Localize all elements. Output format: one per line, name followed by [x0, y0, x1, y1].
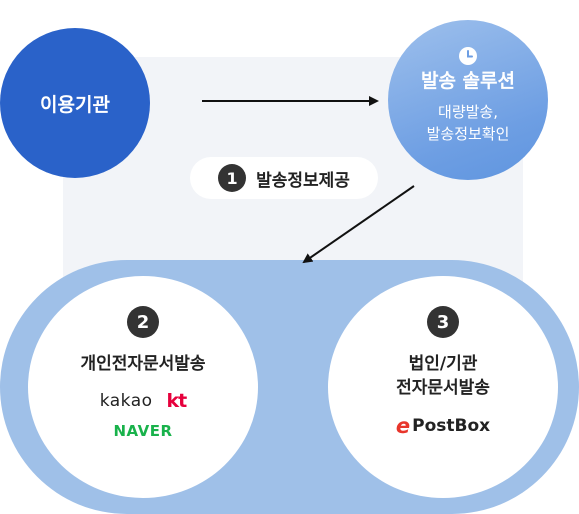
step3-label: 법인/기관 전자문서발송: [396, 352, 490, 400]
solution-circle: 발송 솔루션 대량발송, 발송정보확인: [388, 20, 548, 180]
personal-doc-circle: 2 개인전자문서발송 kakao kt NAVER: [28, 276, 258, 498]
kakao-logo: kakao: [99, 391, 153, 411]
clock-icon: [459, 47, 477, 65]
step1-label: 발송정보제공: [256, 170, 350, 191]
postbox-text: PostBox: [412, 416, 491, 436]
corporate-doc-circle: 3 법인/기관 전자문서발송 e PostBox: [328, 276, 558, 498]
kt-logo: kt: [166, 390, 188, 412]
solution-desc-line2: 발송정보확인: [426, 124, 510, 143]
step3-number: 3: [427, 306, 459, 338]
org-circle: 이용기관: [0, 28, 150, 178]
carrier-logos: kakao kt: [99, 390, 188, 412]
naver-logo: NAVER: [113, 422, 173, 440]
solution-title: 발송 솔루션: [420, 69, 515, 92]
step1-number: 1: [218, 164, 247, 192]
org-label: 이용기관: [40, 93, 110, 116]
arrow-solution-to-recipients: [302, 185, 415, 264]
postbox-mark: e: [395, 414, 411, 438]
step2-label: 개인전자문서발송: [80, 354, 206, 374]
solution-desc-line1: 대량발송,: [438, 102, 498, 121]
solution-description: 대량발송, 발송정보확인: [427, 101, 510, 145]
step1-badge: 1 발송정보제공: [190, 157, 378, 199]
postbox-logo: e PostBox: [396, 414, 490, 438]
step3-label-line1: 법인/기관: [408, 354, 478, 374]
step2-number: 2: [127, 306, 159, 338]
step3-label-line2: 전자문서발송: [396, 378, 490, 398]
